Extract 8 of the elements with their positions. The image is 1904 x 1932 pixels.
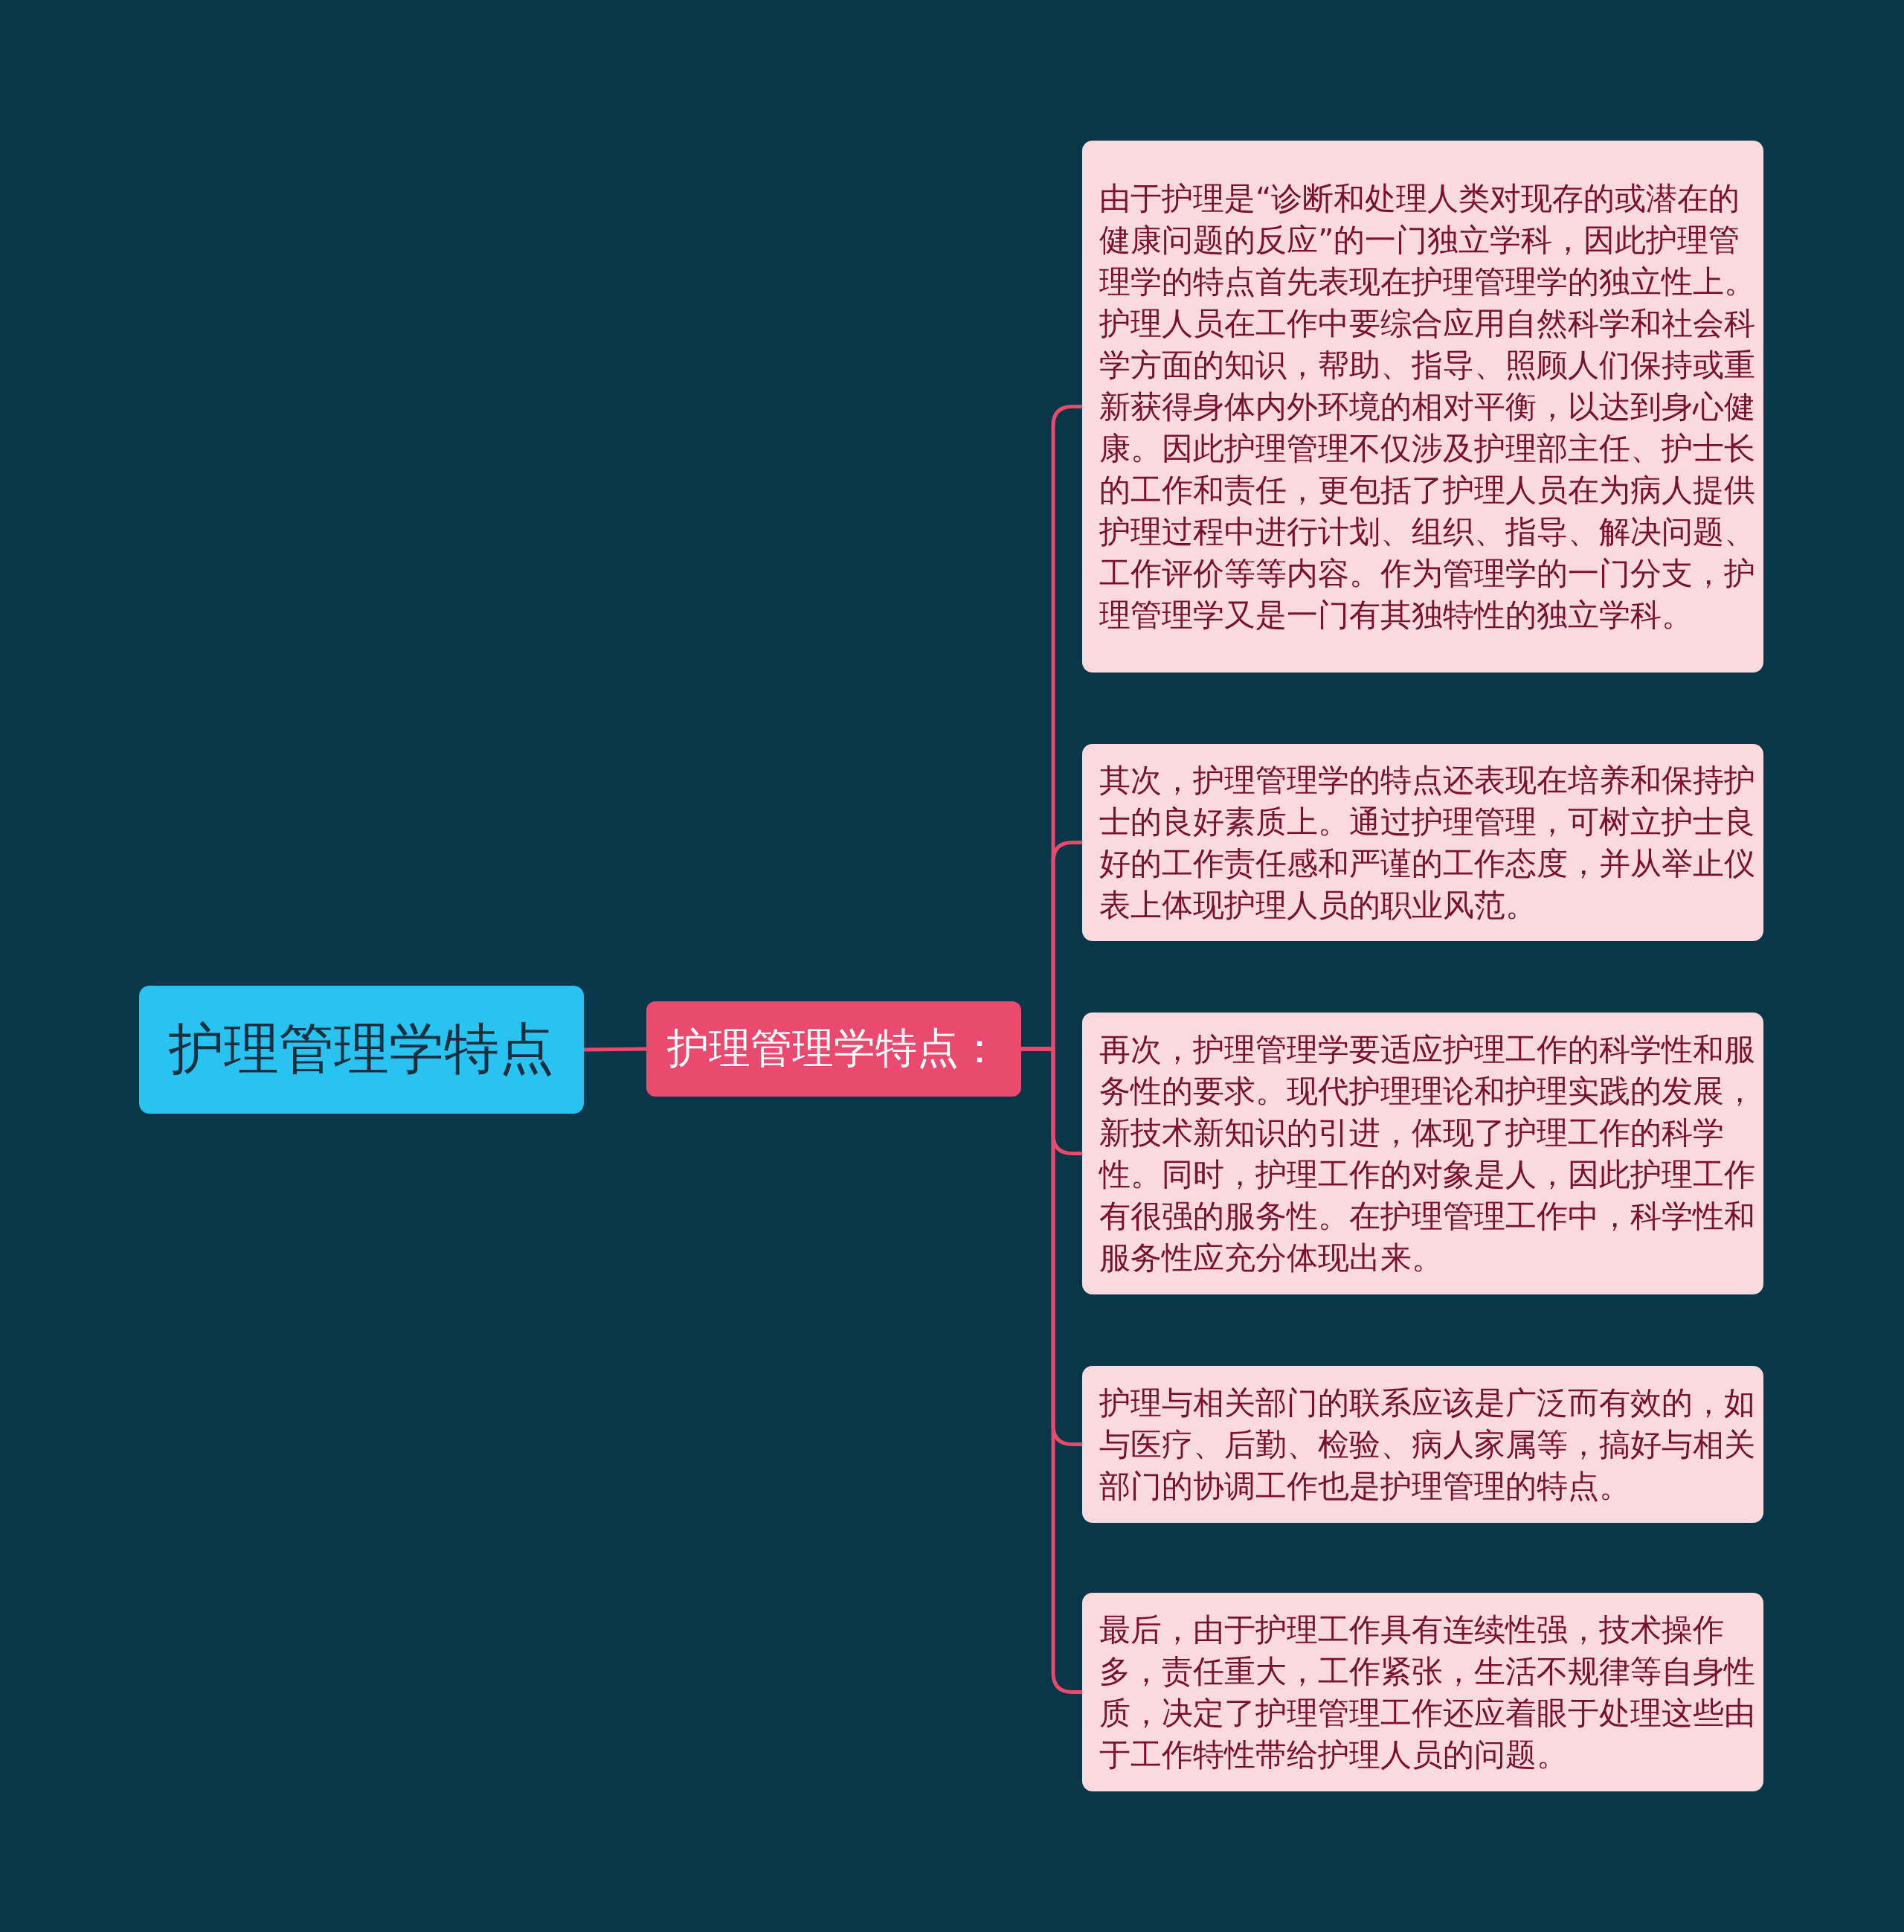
text-card: 再次，护理管理学要适应护理工作的科学性和服务性的要求。现代护理理论和护理实践的发展，新技术新知识的引进，体现了护理工作的科学性。同时，护理工作的对象是人，因此护理工作有很强的服务性。在护理管理工作中，科学性和服务性应充分体现出来。 bbox=[1082, 1012, 1763, 1294]
text-card: 护理与相关部门的联系应该是广泛而有效的，如与医疗、后勤、检验、病人家属等，搞好与相关部门的协调工作也是护理管理的特点。 bbox=[1082, 1366, 1763, 1523]
connector-line bbox=[583, 1047, 647, 1052]
text-card: 由于护理是“诊断和处理人类对现存的或潜在的健康问题的反应”的一门独立学科，因此护理管理学的特点首先表现在护理管理学的独立性上。护理人员在工作中要综合应用自然科学和社会科学方面的知识，帮助、指导、照顾人们保持或重新获得身体内外环境的相对平衡，以达到身心健康。因此护理管理不仅涉及护理部主任、护士长的工作和责任，更包括了护理人员在为病人提供护理过程中进行计划、组织、指导、解决问题、工作评价等等内容。作为管理学的一门分支，护理管理学又是一门有其独特性的独立学科。 bbox=[1082, 141, 1763, 673]
subtopic-box: 护理管理学特点： bbox=[646, 1001, 1021, 1097]
text-card: 其次，护理管理学的特点还表现在培养和保持护士的良好素质上。通过护理管理，可树立护士良好的工作责任感和严谨的工作态度，并从举止仪表上体现护理人员的职业风范。 bbox=[1082, 744, 1763, 941]
central-topic-box: 护理管理学特点 bbox=[139, 986, 584, 1114]
text-card: 最后，由于护理工作具有连续性强，技术操作多，责任重大，工作紧张，生活不规律等自身性质，决定了护理管理工作还应着眼于处理这些由于工作特性带给护理人员的问题。 bbox=[1082, 1593, 1763, 1791]
